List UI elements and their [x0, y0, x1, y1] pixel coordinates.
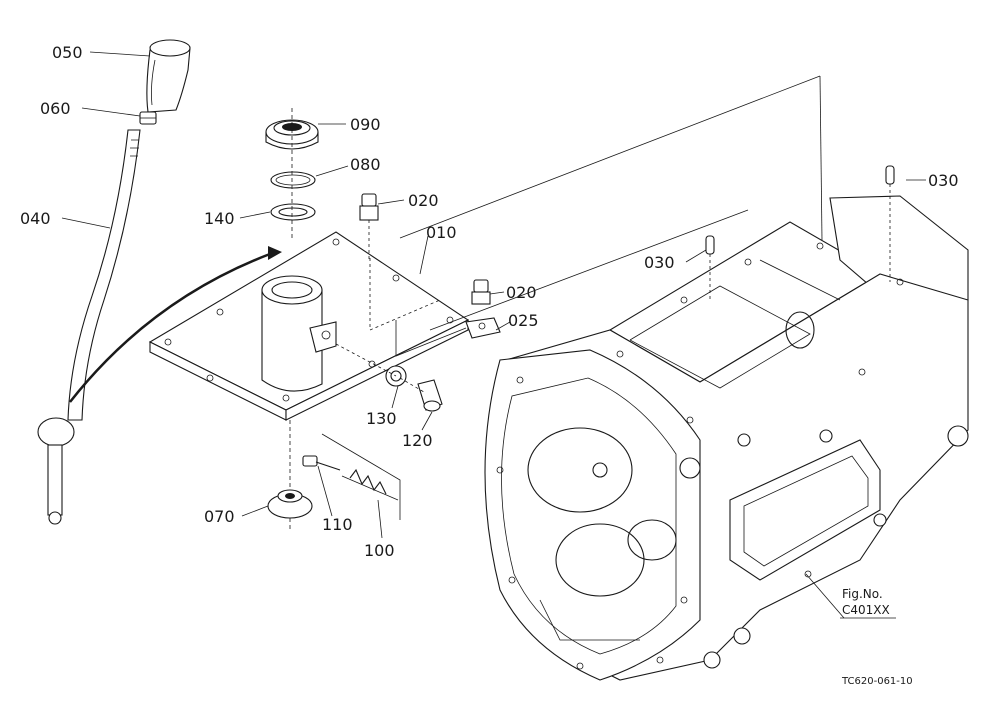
- label-030-lower: 030: [644, 253, 675, 272]
- label-070: 070: [204, 507, 235, 526]
- shift-knob: [146, 39, 191, 113]
- plug-upper: [359, 193, 379, 262]
- dowel-pin-upper: [885, 165, 895, 282]
- label-010: 010: [426, 223, 457, 242]
- label-020-upper: 020: [408, 191, 439, 210]
- leader-lines: [61, 51, 926, 619]
- spring: [341, 468, 399, 501]
- dowel-pin-lower: [705, 235, 715, 300]
- label-040: 040: [20, 209, 51, 228]
- label-110: 110: [322, 515, 353, 534]
- plug-lower: [471, 279, 491, 305]
- seal-lower: [267, 489, 313, 519]
- washer: [270, 203, 316, 221]
- label-140: 140: [204, 209, 235, 228]
- label-130: 130: [366, 409, 397, 428]
- drawing-code: TC620-061-10: [841, 676, 913, 687]
- bolt: [417, 379, 443, 412]
- figure-label: Fig.No.: [842, 587, 883, 601]
- label-020-lower: 020: [506, 283, 537, 302]
- figure-number: C401XX: [842, 603, 890, 617]
- label-090: 090: [350, 115, 381, 134]
- shift-lever: [37, 129, 141, 525]
- lock-nut: [139, 111, 157, 125]
- bracket: [465, 317, 501, 339]
- transmission-case: [484, 195, 969, 681]
- label-080: 080: [350, 155, 381, 174]
- assembly-arrowhead: [268, 246, 282, 260]
- snap-ring: [270, 171, 316, 189]
- label-025: 025: [508, 311, 539, 330]
- label-030-upper: 030: [928, 171, 959, 190]
- assembly-arrow: [69, 252, 271, 403]
- label-050: 050: [52, 43, 83, 62]
- pin: [302, 455, 341, 471]
- shift-cover-plate: [148, 231, 470, 421]
- label-100: 100: [364, 541, 395, 560]
- label-060: 060: [40, 99, 71, 118]
- label-120: 120: [402, 431, 433, 450]
